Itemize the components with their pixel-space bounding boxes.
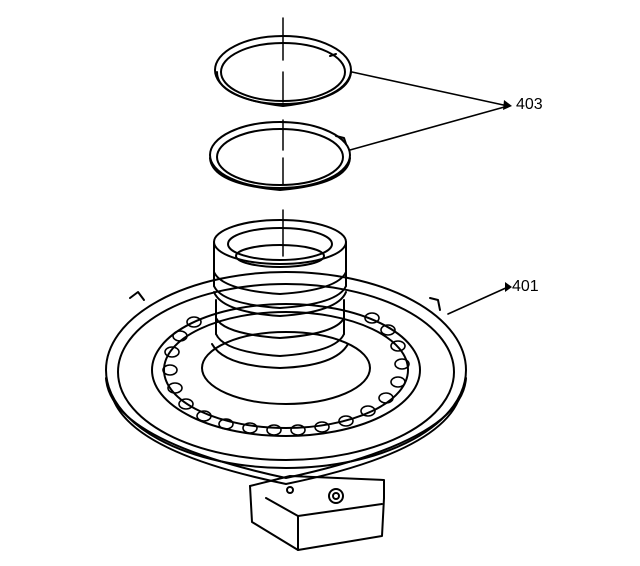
snap-ring-bottom bbox=[209, 121, 351, 191]
housing-body bbox=[105, 271, 467, 485]
snap-ring-top bbox=[214, 35, 352, 107]
callout-label-housing: 401 bbox=[512, 278, 539, 295]
hub-tower bbox=[211, 219, 349, 369]
callout-label-snap-rings: 403 bbox=[516, 96, 543, 113]
leader-lines bbox=[349, 71, 509, 315]
mounting-block bbox=[249, 475, 385, 551]
bolt-hole-ring bbox=[162, 312, 410, 436]
arrowheads bbox=[503, 100, 512, 292]
